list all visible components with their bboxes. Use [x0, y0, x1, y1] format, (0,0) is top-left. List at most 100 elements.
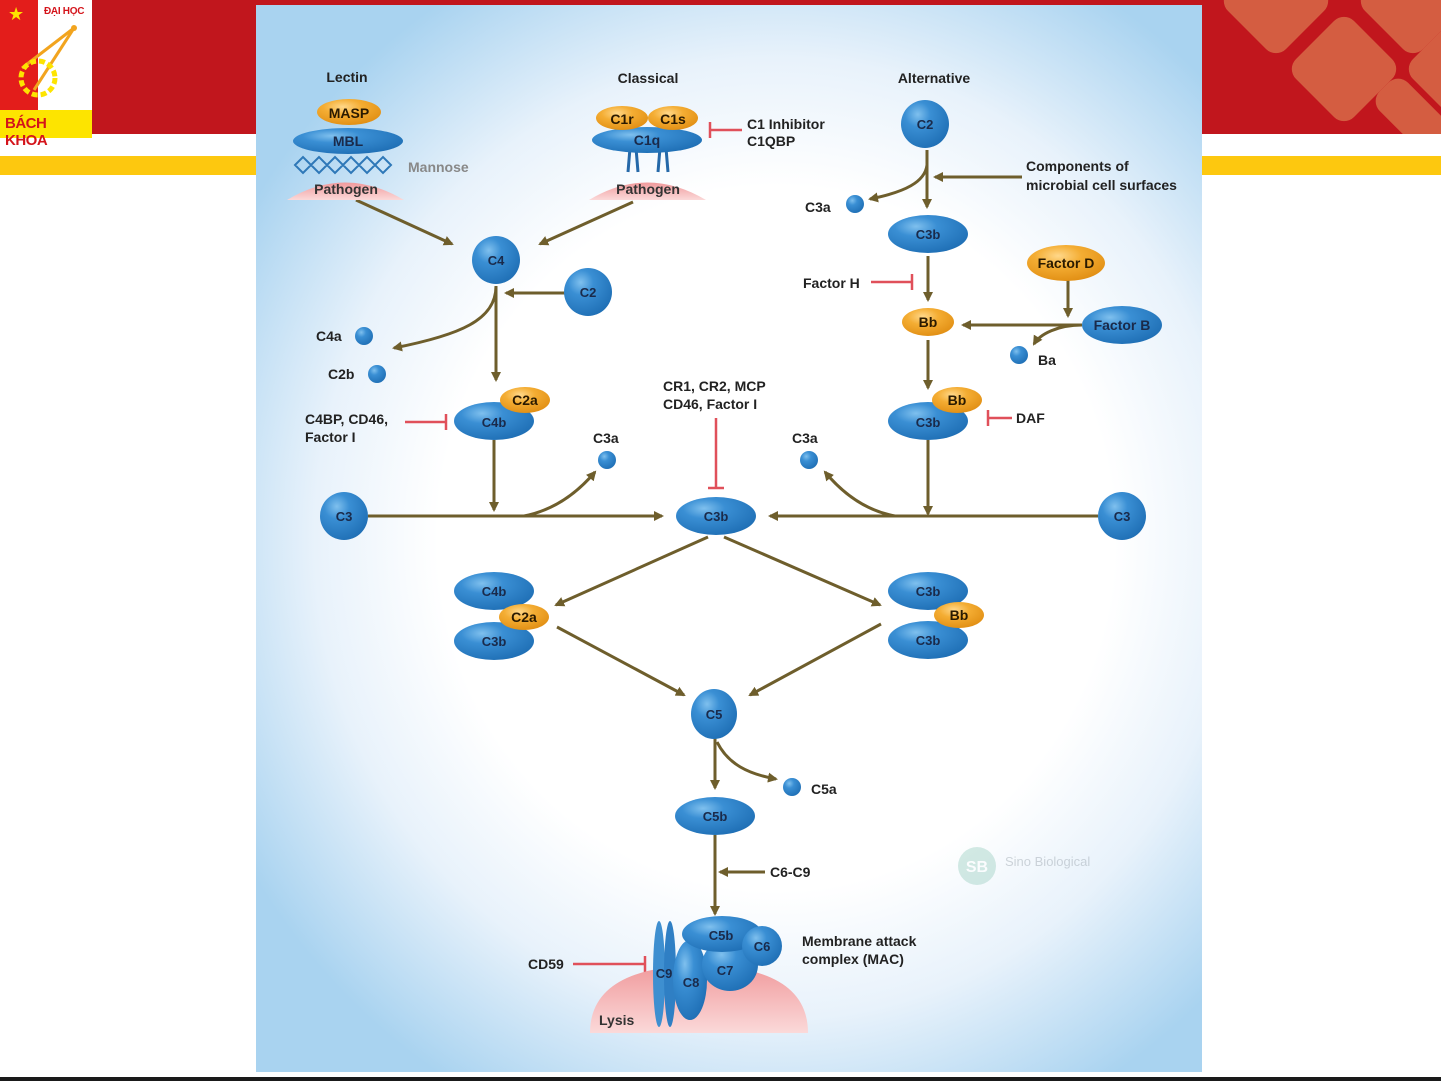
- c2b-node: [368, 365, 386, 383]
- mac-c8-node: [673, 940, 707, 1020]
- right-conv-bb-node: [934, 602, 984, 628]
- c1s-node: [648, 106, 698, 130]
- inhibit-c1: [708, 122, 742, 138]
- cd59-label: CD59: [528, 956, 564, 972]
- mbl-node: [293, 128, 403, 154]
- c1s-label: C1s: [660, 111, 686, 127]
- c2-label: C2: [580, 285, 597, 300]
- c5-label: C5: [706, 707, 723, 722]
- mbl-label: MBL: [333, 133, 364, 149]
- mac-label-2: complex (MAC): [802, 951, 904, 967]
- daf-label: DAF: [1016, 410, 1045, 426]
- right-conv-c3b-top-node: [888, 572, 968, 610]
- alt-c3b-node: [888, 215, 968, 253]
- pathway-label-classical: Classical: [618, 70, 679, 86]
- factor-h-label: Factor H: [803, 275, 860, 291]
- watermark-logo-text: SB: [966, 859, 988, 876]
- university-logo: ★ ĐẠI HỌC BÁCH KHOA: [0, 0, 92, 149]
- mac-c9-node-a: [653, 921, 665, 1027]
- c5b-node: [675, 797, 755, 835]
- c4b-label: C4b: [482, 415, 507, 430]
- right-c3-node: [1098, 492, 1146, 540]
- c4bp-label-2: Factor I: [305, 429, 356, 445]
- mac-c5b-label: C5b: [709, 928, 734, 943]
- arrow-c3a-left: [523, 470, 597, 518]
- arrow-c3b-to-right-c5conv: [723, 535, 882, 607]
- bb-node: [902, 308, 954, 336]
- left-conv-c3b-label: C3b: [482, 634, 507, 649]
- watermark-name: Sino Biological: [1005, 854, 1090, 869]
- mac-c6-node: [742, 926, 782, 966]
- mac-c5b-node: [682, 916, 762, 952]
- alt-c3a-label: C3a: [805, 199, 831, 215]
- c4-label: C4: [488, 253, 505, 268]
- arrows: [355, 150, 1098, 916]
- left-c3-label: C3: [336, 509, 353, 524]
- c4bp-label-1: C4BP, CD46,: [305, 411, 388, 427]
- right-conv-c3b-top-label: C3b: [916, 584, 941, 599]
- c1q-node: [592, 127, 702, 153]
- factor-d-label: Factor D: [1038, 255, 1095, 271]
- watermark-logo-icon: [958, 847, 996, 885]
- inhibit-daf: [986, 410, 1012, 426]
- left-conv-c3b-node: [454, 622, 534, 660]
- classical-pathogen-label: Pathogen: [616, 181, 680, 197]
- c1qbp-label: C1QBP: [747, 133, 795, 149]
- alt-c3b-label: C3b: [916, 227, 941, 242]
- c2a-node: [500, 387, 550, 413]
- arrow-c4-to-c4a: [392, 285, 498, 352]
- logo-yellow-band: [0, 110, 92, 138]
- c1-inhibitor-label: C1 Inhibitor: [747, 116, 825, 132]
- ba-label: Ba: [1038, 352, 1056, 368]
- center-c3b-node: [676, 497, 756, 535]
- pathway-label-alternative: Alternative: [898, 70, 971, 86]
- left-c3a-node: [598, 451, 616, 469]
- mac-c9-node-b: [664, 921, 676, 1027]
- sino-biological-watermark: SB Sino Biological: [958, 847, 1090, 885]
- logo-top-text: ĐẠI HỌC: [44, 6, 85, 17]
- center-reg-label-2: CD46, Factor I: [663, 396, 757, 412]
- mac-label-1: Membrane attack: [802, 933, 917, 949]
- c4-node: [472, 236, 520, 284]
- right-c3a-node: [800, 451, 818, 469]
- c5-node: [691, 689, 737, 739]
- bb-label: Bb: [919, 314, 938, 330]
- left-conv-c4b-label: C4b: [482, 584, 507, 599]
- compass-gear-icon: [18, 25, 77, 98]
- logo-red-panel: [0, 0, 38, 110]
- right-conv-bb-label: Bb: [950, 607, 969, 623]
- left-conv-c2a-label: C2a: [511, 609, 537, 625]
- c5a-label: C5a: [811, 781, 837, 797]
- alt-c2-node: [901, 100, 949, 148]
- inhibit-cd59: [573, 956, 647, 972]
- microbial-label-1: Components of: [1026, 158, 1129, 174]
- mac-c7-label: C7: [717, 963, 734, 978]
- inhibit-center: [708, 418, 724, 490]
- arrow-alt-c3a: [868, 164, 929, 203]
- arrow-c5-to-c5a: [715, 741, 778, 783]
- alt-c3a-node: [846, 195, 864, 213]
- logo-name-text: BÁCH KHOA: [5, 115, 48, 149]
- alt-conv-bb-node: [932, 387, 982, 413]
- c1q-label: C1q: [634, 132, 660, 148]
- mannose-label: Mannose: [408, 159, 469, 175]
- lectin-pathogen-label: Pathogen: [314, 181, 378, 197]
- left-c3-node: [320, 492, 368, 540]
- c1r-label: C1r: [610, 111, 634, 127]
- right-c3-label: C3: [1114, 509, 1131, 524]
- arrow-lectin-to-c4: [355, 198, 454, 246]
- right-c3a-label: C3a: [792, 430, 818, 446]
- left-conv-c2a-node: [499, 604, 549, 630]
- mac-c8-label: C8: [683, 975, 700, 990]
- center-reg-label-1: CR1, CR2, MCP: [663, 378, 766, 394]
- left-c3a-label: C3a: [593, 430, 619, 446]
- arrow-right-conv-to-c5: [748, 622, 882, 697]
- right-conv-c3b-bottom-node: [888, 621, 968, 659]
- alt-conv-c3b-label: C3b: [916, 415, 941, 430]
- classical-pathogen: [589, 182, 706, 200]
- center-c3b-label: C3b: [704, 509, 729, 524]
- c2a-label: C2a: [512, 392, 538, 408]
- c6-c9-label: C6-C9: [770, 864, 811, 880]
- inhibit-c4bp: [405, 414, 448, 430]
